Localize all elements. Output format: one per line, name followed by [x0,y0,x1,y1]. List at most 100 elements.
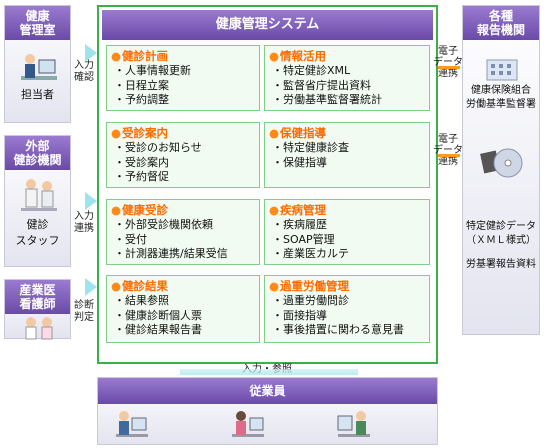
module-item: 受診のお知らせ [111,141,255,156]
module-item: 過重労働問診 [269,294,425,309]
module-item: 監督省庁提出資料 [269,79,425,94]
doctor-input-label-line2: 判定 [74,312,94,323]
module-item: 健診結果報告書 [111,323,255,338]
external-clinic-caption-line1: 健診 [26,218,49,231]
employee-2-icon [232,411,264,437]
report-agencies-title: 各種 報告機関 [463,6,539,40]
health-office-title-line2: 管理室 [19,23,56,37]
employee-3-icon [337,411,370,437]
office-input-label-line1: 入力 [74,60,94,71]
industrial-doctor-title-line1: 産業医 [19,283,56,297]
external-clinic-title-line2: 健診機関 [13,153,62,167]
module-title: 健康受診 [111,203,255,218]
module-title: 保健指導 [269,126,425,141]
doctor-icon [25,317,53,340]
module-title: 健診計画 [111,49,255,64]
data-link-2-line1: 電子 [438,134,458,145]
module-item: 面接指導 [269,309,425,324]
office-input-label: 入力 確認 [71,60,97,84]
module-info-use: 情報活用 特定健診XML 監督省庁提出資料 労働基準監督署統計 [264,45,430,111]
office-input-label-line2: 確認 [74,72,94,83]
data-link-arrow-1 [438,66,460,69]
report-agencies-title-line2: 報告機関 [476,23,525,37]
external-clinic-caption-line2: スタッフ [15,234,60,247]
clinic-arrow [85,192,97,210]
office-staff-icon [21,54,57,80]
external-clinic-title-line1: 外部 [25,139,50,153]
module-title: 健診結果 [111,279,255,294]
clinic-staff-icon [21,179,57,211]
employee-arrow-bar [180,369,358,375]
health-office-box: 健康 管理室 担当者 [4,5,71,123]
doctor-arrow [85,278,97,296]
module-item: 保健指導 [269,156,425,171]
data-link-2-line2: データ [433,145,463,156]
clinic-input-label: 入力 連携 [71,211,97,235]
clinic-input-label-line1: 入力 [74,211,94,222]
report-agencies-title-line1: 各種 [488,9,513,23]
data-link-arrow-2 [438,154,460,157]
external-clinic-box: 外部 健診機関 健診 スタッフ [4,135,71,267]
employee-1-icon [116,411,148,437]
module-item: 受診案内 [111,156,255,171]
module-checkup-plan: 健診計画 人事情報更新 日程立案 予約調整 [106,45,260,111]
health-office-caption: 担当者 [21,88,54,101]
module-exam-results: 健診結果 結果参照 健康診断個人票 健診結果報告書 [106,275,260,343]
employees-title: 従業員 [98,378,437,404]
module-item: 健康診断個人票 [111,309,255,324]
clinic-input-label-line2: 連携 [74,223,94,234]
health-management-system: 健康管理システム 健診計画 人事情報更新 日程立案 予約調整 情報活用 特定健診… [97,5,438,364]
report-org-labor-office: 労働基準監督署 [466,99,536,110]
data-link-1-line1: 電子 [438,46,458,57]
module-item: 特定健診XML [269,64,425,79]
report-org-insurance: 健康保険組合 [471,85,531,96]
module-title: 情報活用 [269,49,425,64]
building-icon [486,59,518,81]
module-item: 結果参照 [111,294,255,309]
module-disease-management: 疾病管理 疾病履歴 SOAP管理 産業医カルテ [264,199,430,265]
module-item: 事後措置に関わる意見書 [269,323,425,338]
disc-icon [480,148,523,178]
module-item: 労働基準監督署統計 [269,93,425,108]
report-output: 特定健診データ （ＸＭＬ様式） 労基署報告資料 [463,220,539,272]
industrial-doctor-title-line2: 看護師 [19,297,56,311]
doctor-input-label: 診断 判定 [71,300,97,324]
module-item: SOAP管理 [269,233,425,248]
system-title: 健康管理システム [102,10,433,40]
module-item: 産業医カルテ [269,247,425,262]
external-clinic-caption: 健診 スタッフ [5,216,70,248]
data-link-label-1: 電子 データ 連携 [431,46,465,79]
module-title: 過重労働管理 [269,279,425,294]
module-item: 特定健康診査 [269,141,425,156]
module-title: 疾病管理 [269,203,425,218]
employees-box: 従業員 [97,377,438,445]
report-orgs: 健康保険組合 労働基準監督署 [463,84,539,112]
office-arrow [85,44,97,62]
industrial-doctor-box: 産業医 看護師 [4,279,71,340]
report-output-format: （ＸＭＬ様式） [466,235,536,246]
report-output-xml: 特定健診データ [466,221,536,232]
module-overwork-management: 過重労働管理 過重労働問診 面接指導 事後措置に関わる意見書 [264,275,430,343]
data-link-1-line3: 連携 [438,68,458,79]
module-item: 予約調整 [111,93,255,108]
report-agencies-box: 各種 報告機関 健康保険組合 労働基準監督署 特定健診データ （ＸＭＬ様式） 労… [462,5,540,335]
module-exam-guide: 受診案内 受診のお知らせ 受診案内 予約督促 [106,122,260,188]
data-link-label-2: 電子 データ 連携 [431,134,465,167]
data-link-2-line3: 連携 [438,156,458,167]
module-item: 計測器連携/結果受信 [111,247,255,262]
module-item: 外部受診機関依頼 [111,218,255,233]
health-office-title: 健康 管理室 [5,6,70,40]
health-office-title-line1: 健康 [25,9,50,23]
module-item: 予約督促 [111,170,255,185]
industrial-doctor-title: 産業医 看護師 [5,280,70,314]
module-item: 疾病履歴 [269,218,425,233]
data-link-1-line2: データ [433,57,463,68]
report-output-labor-docs: 労基署報告資料 [466,259,536,270]
module-health-guidance: 保健指導 特定健康診査 保健指導 [264,122,430,188]
module-health-exam: 健康受診 外部受診機関依頼 受付 計測器連携/結果受信 [106,199,260,265]
external-clinic-title: 外部 健診機関 [5,136,70,170]
module-item: 人事情報更新 [111,64,255,79]
module-title: 受診案内 [111,126,255,141]
module-item: 日程立案 [111,79,255,94]
doctor-input-label-line1: 診断 [74,300,94,311]
